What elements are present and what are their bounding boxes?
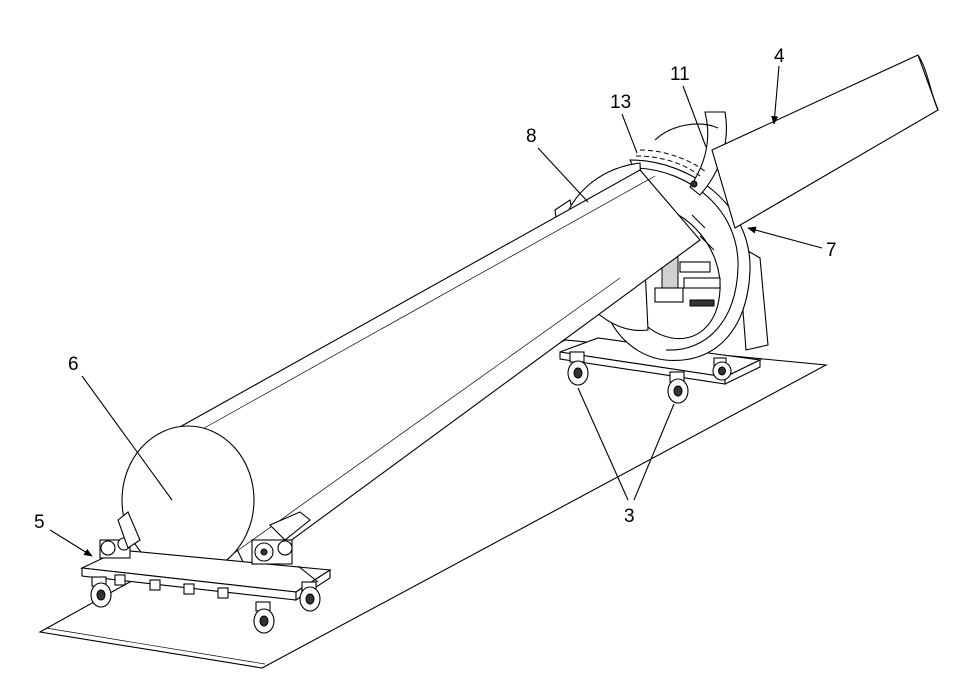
tube [121,54,939,575]
support-cradle-near [80,511,332,634]
caster-far-left [567,351,589,386]
callout-5: 5 [34,512,45,533]
callout-3: 3 [624,506,635,527]
callout-7: 7 [826,240,837,261]
callout-11: 11 [670,64,690,85]
caster-near-center [253,601,275,634]
callout-13: 13 [610,92,631,113]
caster-far-right [712,357,732,381]
callout-4: 4 [774,46,785,67]
caster-far-center [667,371,689,404]
callout-6: 6 [68,354,79,375]
caster-near-right [299,581,321,612]
callout-8: 8 [526,126,537,147]
callout-labels: 4 11 13 8 7 6 5 3 [34,46,837,533]
caster-near-left [90,576,112,608]
leader-lines [49,65,823,557]
